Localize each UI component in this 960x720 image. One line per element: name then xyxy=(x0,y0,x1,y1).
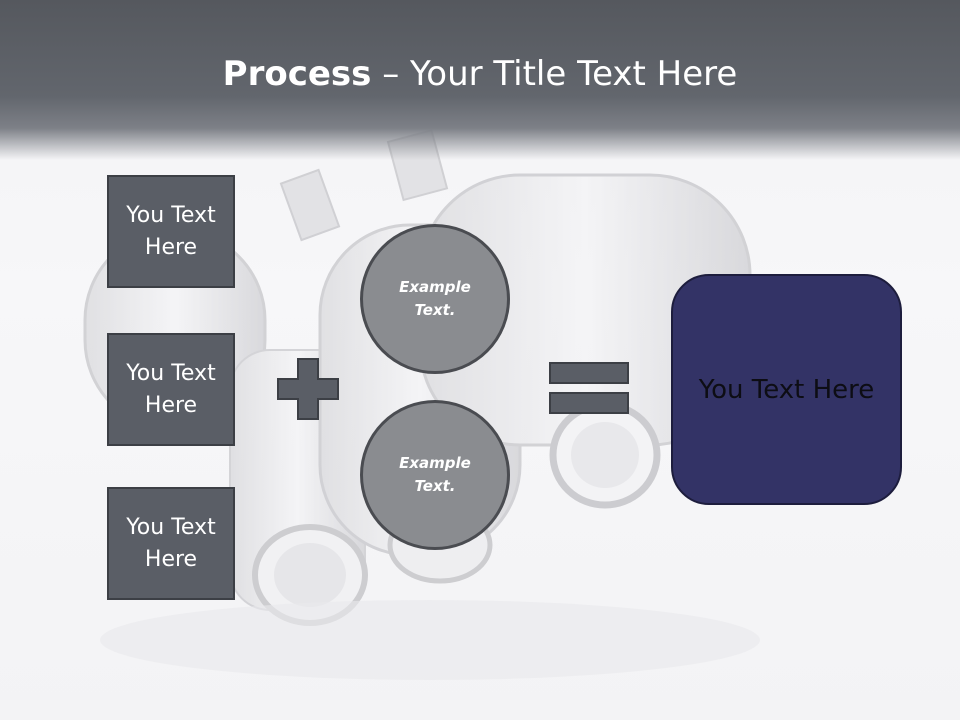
example-circle-2-label: Example Text. xyxy=(399,454,471,495)
text-box-2-label: You Text Here xyxy=(126,360,216,418)
text-box-2[interactable]: You Text Here xyxy=(107,333,235,446)
example-circle-1[interactable]: Example Text. xyxy=(360,224,510,374)
plus-icon xyxy=(277,358,339,420)
text-box-1-label: You Text Here xyxy=(126,202,216,260)
result-box-label: You Text Here xyxy=(698,374,875,405)
title-separator: – xyxy=(371,54,411,94)
text-box-1[interactable]: You Text Here xyxy=(107,175,235,288)
example-circle-1-label: Example Text. xyxy=(399,278,471,319)
title-rest: Your Title Text Here xyxy=(410,54,738,94)
text-box-3[interactable]: You Text Here xyxy=(107,487,235,600)
slide-title[interactable]: Process – Your Title Text Here xyxy=(0,50,960,98)
title-bold: Process xyxy=(222,54,372,94)
text-box-3-label: You Text Here xyxy=(126,514,216,572)
example-circle-2[interactable]: Example Text. xyxy=(360,400,510,550)
equals-icon xyxy=(549,362,629,414)
header-band xyxy=(0,0,960,160)
result-box[interactable]: You Text Here xyxy=(671,274,902,505)
